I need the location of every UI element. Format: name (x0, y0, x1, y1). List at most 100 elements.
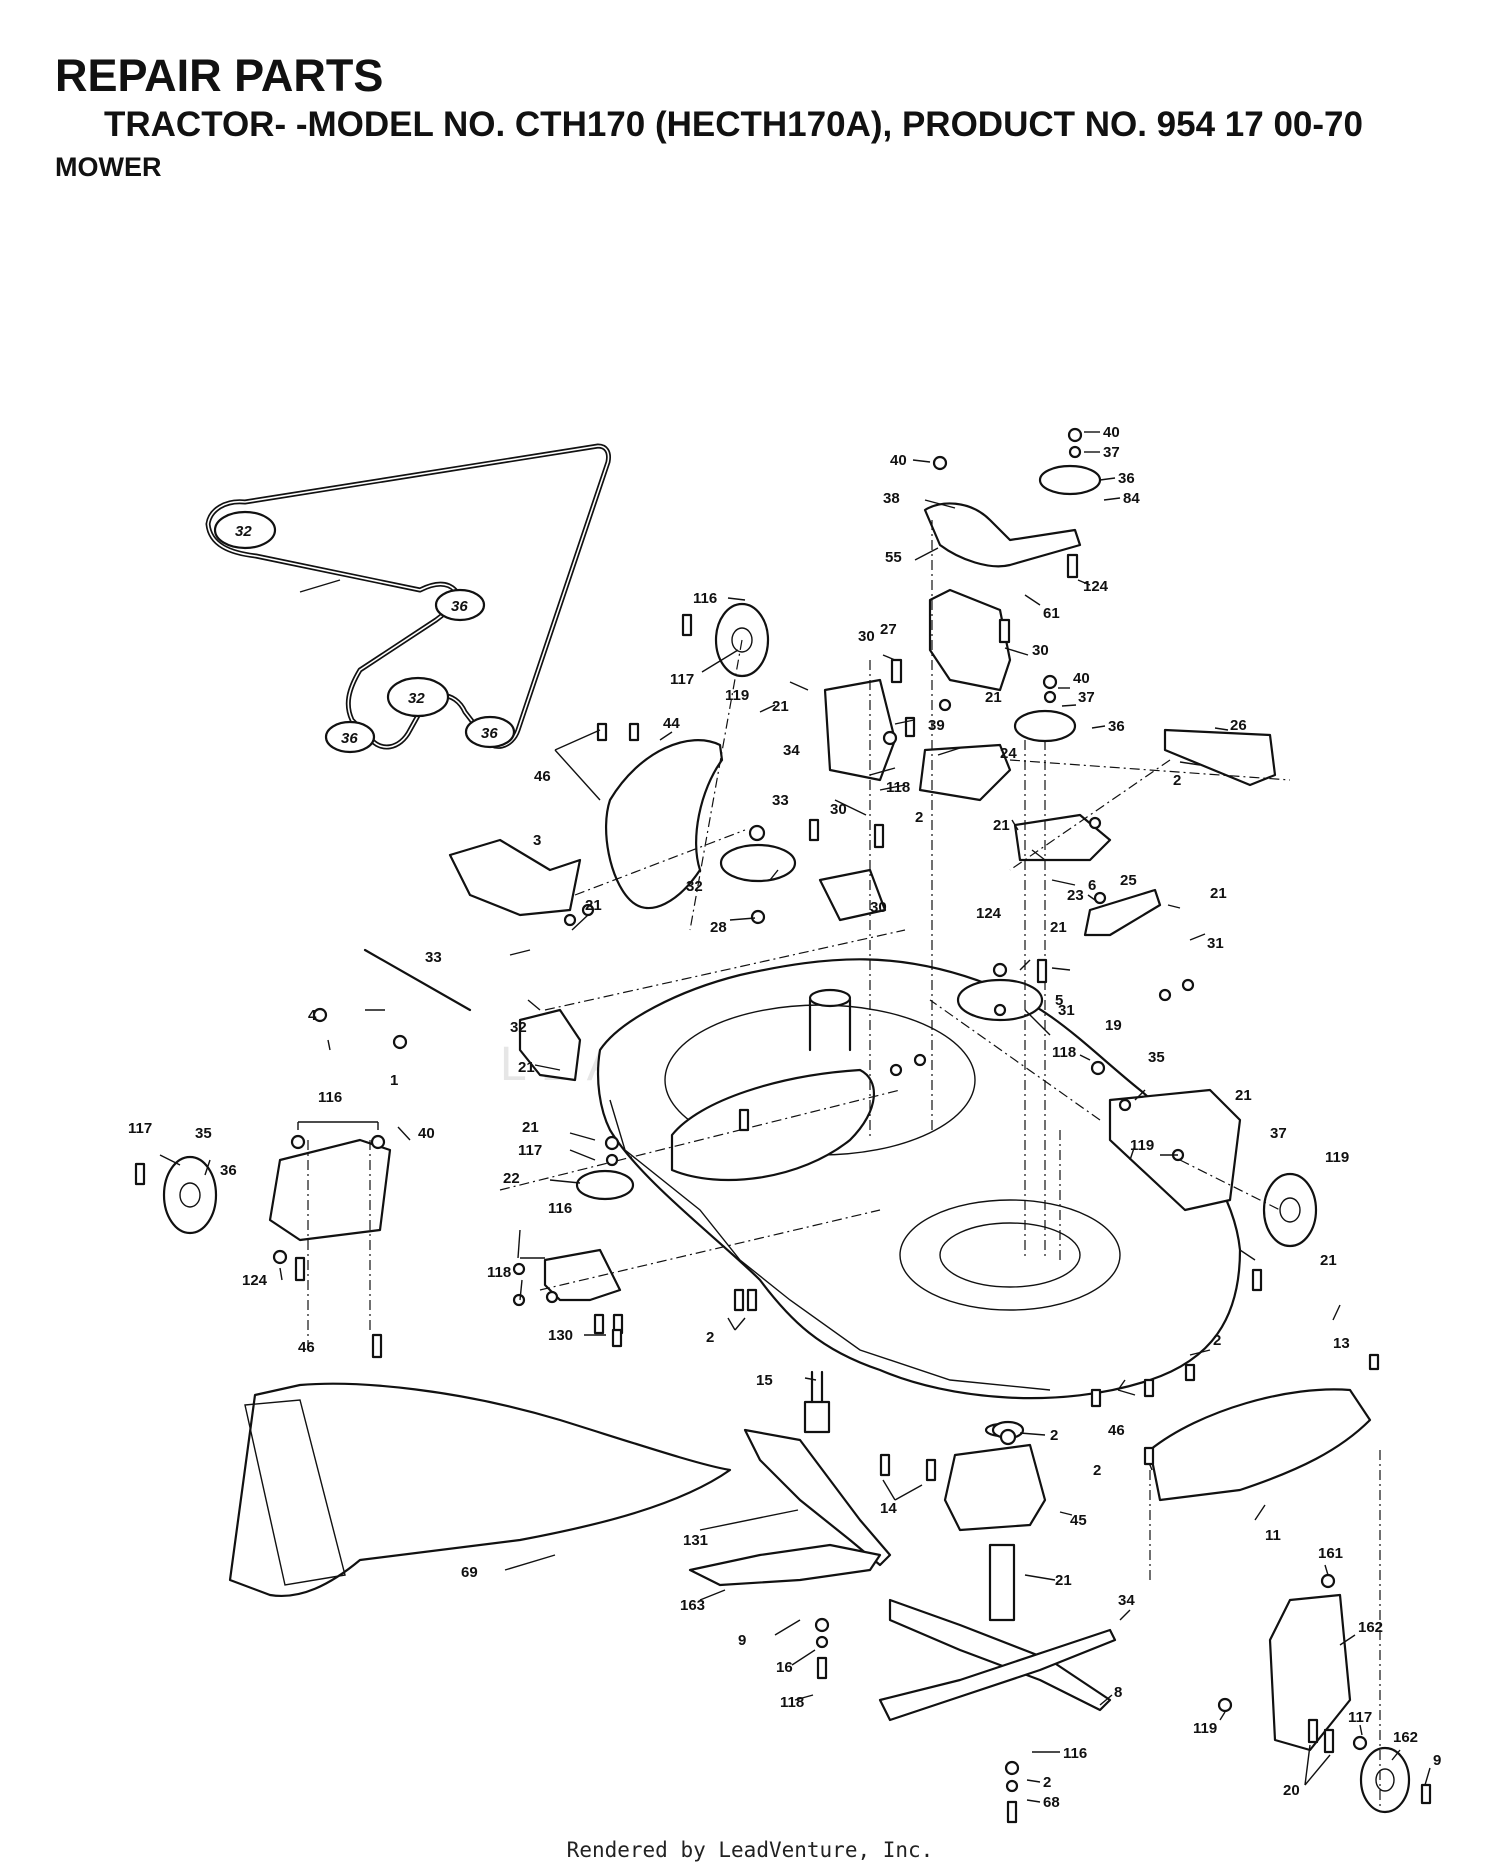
idler-bracket (928, 588, 1012, 692)
front-link-rod (363, 948, 472, 1012)
callout-label: 21 (1050, 919, 1067, 936)
callout-label: 27 (880, 621, 897, 638)
callout-label: 116 (1063, 1745, 1087, 1762)
callout-label: 19 (1105, 1017, 1122, 1034)
belt-guard (604, 739, 724, 910)
callout-label: 55 (885, 549, 902, 566)
pulley-bracket (823, 678, 897, 782)
callout-label: 117 (1348, 1709, 1372, 1726)
blade-assembly-right (878, 1422, 1117, 1722)
callout-label: 34 (1118, 1592, 1135, 1609)
callout-label: 25 (1120, 872, 1137, 889)
callout-label: 117 (518, 1142, 542, 1159)
callout-label: 36 (1108, 718, 1125, 735)
deck-support (1013, 813, 1112, 862)
callout-label: 30 (858, 628, 875, 645)
callout-label: 117 (670, 671, 694, 688)
callout-label: 163 (680, 1597, 705, 1614)
callout-label: 5 (1055, 992, 1063, 1009)
callout-label: 28 (710, 919, 727, 936)
callout-label: 9 (738, 1632, 746, 1649)
callout-label: 35 (195, 1125, 212, 1142)
gauge-wheel-left (162, 1155, 218, 1235)
callout-label: 118 (886, 779, 910, 796)
callout-label: 33 (425, 949, 442, 966)
pulley-36-top (1038, 464, 1102, 496)
callout-label: 8 (1114, 1684, 1122, 1701)
callout-label: 32 (510, 1019, 527, 1036)
callout-label: 118 (487, 1264, 511, 1281)
callout-label: 119 (1325, 1149, 1349, 1166)
callout-label: 124 (242, 1272, 268, 1289)
callout-label: 21 (772, 698, 789, 715)
pulley-label: 32 (235, 523, 252, 540)
callout-label: 20 (1283, 1782, 1300, 1799)
callout-label: 21 (993, 817, 1010, 834)
callout-label: 36 (220, 1162, 237, 1179)
callout-label: 2 (915, 809, 923, 826)
callout-label: 21 (1210, 885, 1227, 902)
callout-label: 40 (418, 1125, 435, 1142)
callout-label: 116 (318, 1089, 342, 1106)
hardware-fasteners (134, 427, 1432, 1824)
rear-bracket (543, 1248, 622, 1302)
callout-label: 2 (1050, 1427, 1058, 1444)
model-line: TRACTOR- -MODEL NO. CTH170 (HECTH170A), … (104, 105, 1363, 144)
callout-label: 6 (1088, 877, 1096, 894)
pulley-label: 32 (408, 690, 425, 707)
callout-label: 46 (298, 1339, 315, 1356)
callout-label: 119 (1193, 1720, 1217, 1737)
callout-label: 24 (1000, 745, 1017, 762)
callout-label: 118 (780, 1694, 804, 1711)
callout-label: 37 (1078, 689, 1095, 706)
callout-label: 2 (1213, 1332, 1221, 1349)
callout-label: 44 (663, 715, 680, 732)
callout-label: 21 (518, 1059, 535, 1076)
callout-label: 26 (1230, 717, 1247, 734)
callout-label: 124 (1083, 578, 1109, 595)
discharge-chute (228, 1382, 732, 1597)
gauge-wheel-right (1262, 1172, 1318, 1248)
callout-label: 31 (1207, 935, 1224, 952)
callout-label: 40 (1103, 424, 1120, 441)
mower-deck-housing (596, 958, 1242, 1400)
callout-label: 46 (534, 768, 551, 785)
rear-axle-bar (1163, 728, 1277, 787)
callout-label: 61 (1043, 605, 1060, 622)
callout-label: 11 (1265, 1527, 1281, 1544)
callout-label: 21 (985, 689, 1002, 706)
callout-label: 162 (1393, 1729, 1418, 1746)
leader-lines (159, 431, 1431, 1803)
callout-label: 3 (533, 832, 541, 849)
callout-label: 161 (1318, 1545, 1343, 1562)
section-title: MOWER (55, 152, 162, 182)
stabilizer (1083, 888, 1162, 937)
callout-label: 130 (548, 1327, 573, 1344)
callout-label: 1 (390, 1072, 398, 1089)
callout-label: 39 (928, 717, 945, 734)
callout-label: 21 (585, 897, 602, 914)
callout-label: 2 (1173, 772, 1181, 789)
callout-label: 23 (1067, 887, 1084, 904)
callout-label: 30 (1032, 642, 1049, 659)
callout-label: 119 (725, 687, 749, 704)
callout-label: 37 (1103, 444, 1120, 461)
callout-label: 46 (1108, 1422, 1125, 1439)
hanger-bracket (518, 1008, 582, 1082)
pulley-label: 36 (451, 598, 468, 615)
front-bracket (448, 838, 582, 917)
callout-label: 124 (976, 905, 1002, 922)
callout-label: 21 (1320, 1252, 1337, 1269)
render-credit: Rendered by LeadVenture, Inc. (566, 1838, 934, 1862)
callout-label: 119 (1130, 1137, 1154, 1154)
pulley-32-left (719, 843, 797, 883)
callout-label: 21 (1055, 1572, 1072, 1589)
callout-label: 30 (830, 801, 847, 818)
callout-label: 116 (548, 1200, 572, 1217)
assembly-lines (307, 520, 1381, 1810)
pulley-label: 36 (341, 730, 358, 747)
pulley-36-center (1013, 709, 1077, 743)
callout-label: 30 (870, 899, 887, 916)
callout-label: 40 (890, 452, 907, 469)
mounting-plate (818, 868, 887, 922)
